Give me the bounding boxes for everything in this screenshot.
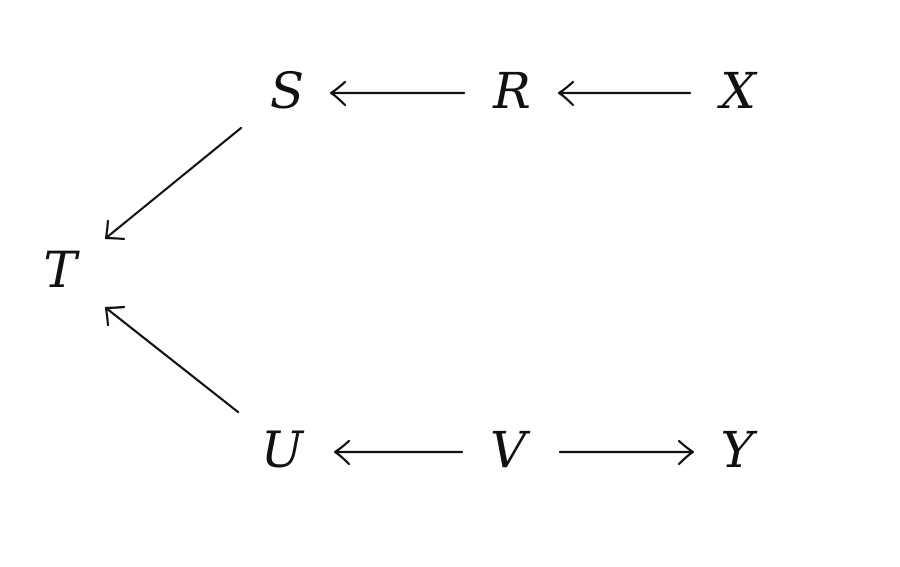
node-r: R	[492, 62, 531, 120]
edge-v-to-y	[558, 439, 695, 466]
node-y: Y	[720, 421, 757, 479]
edge-v-to-u	[333, 439, 464, 466]
node-u: U	[261, 421, 305, 479]
edge-u-to-t	[104, 305, 240, 414]
edge-x-to-r	[557, 80, 692, 107]
node-t: T	[43, 241, 80, 299]
edge-r-to-s	[329, 80, 466, 107]
edge-s-to-t	[104, 126, 243, 241]
node-v: V	[490, 421, 531, 479]
node-x: X	[716, 62, 758, 120]
node-s: S	[270, 62, 304, 120]
